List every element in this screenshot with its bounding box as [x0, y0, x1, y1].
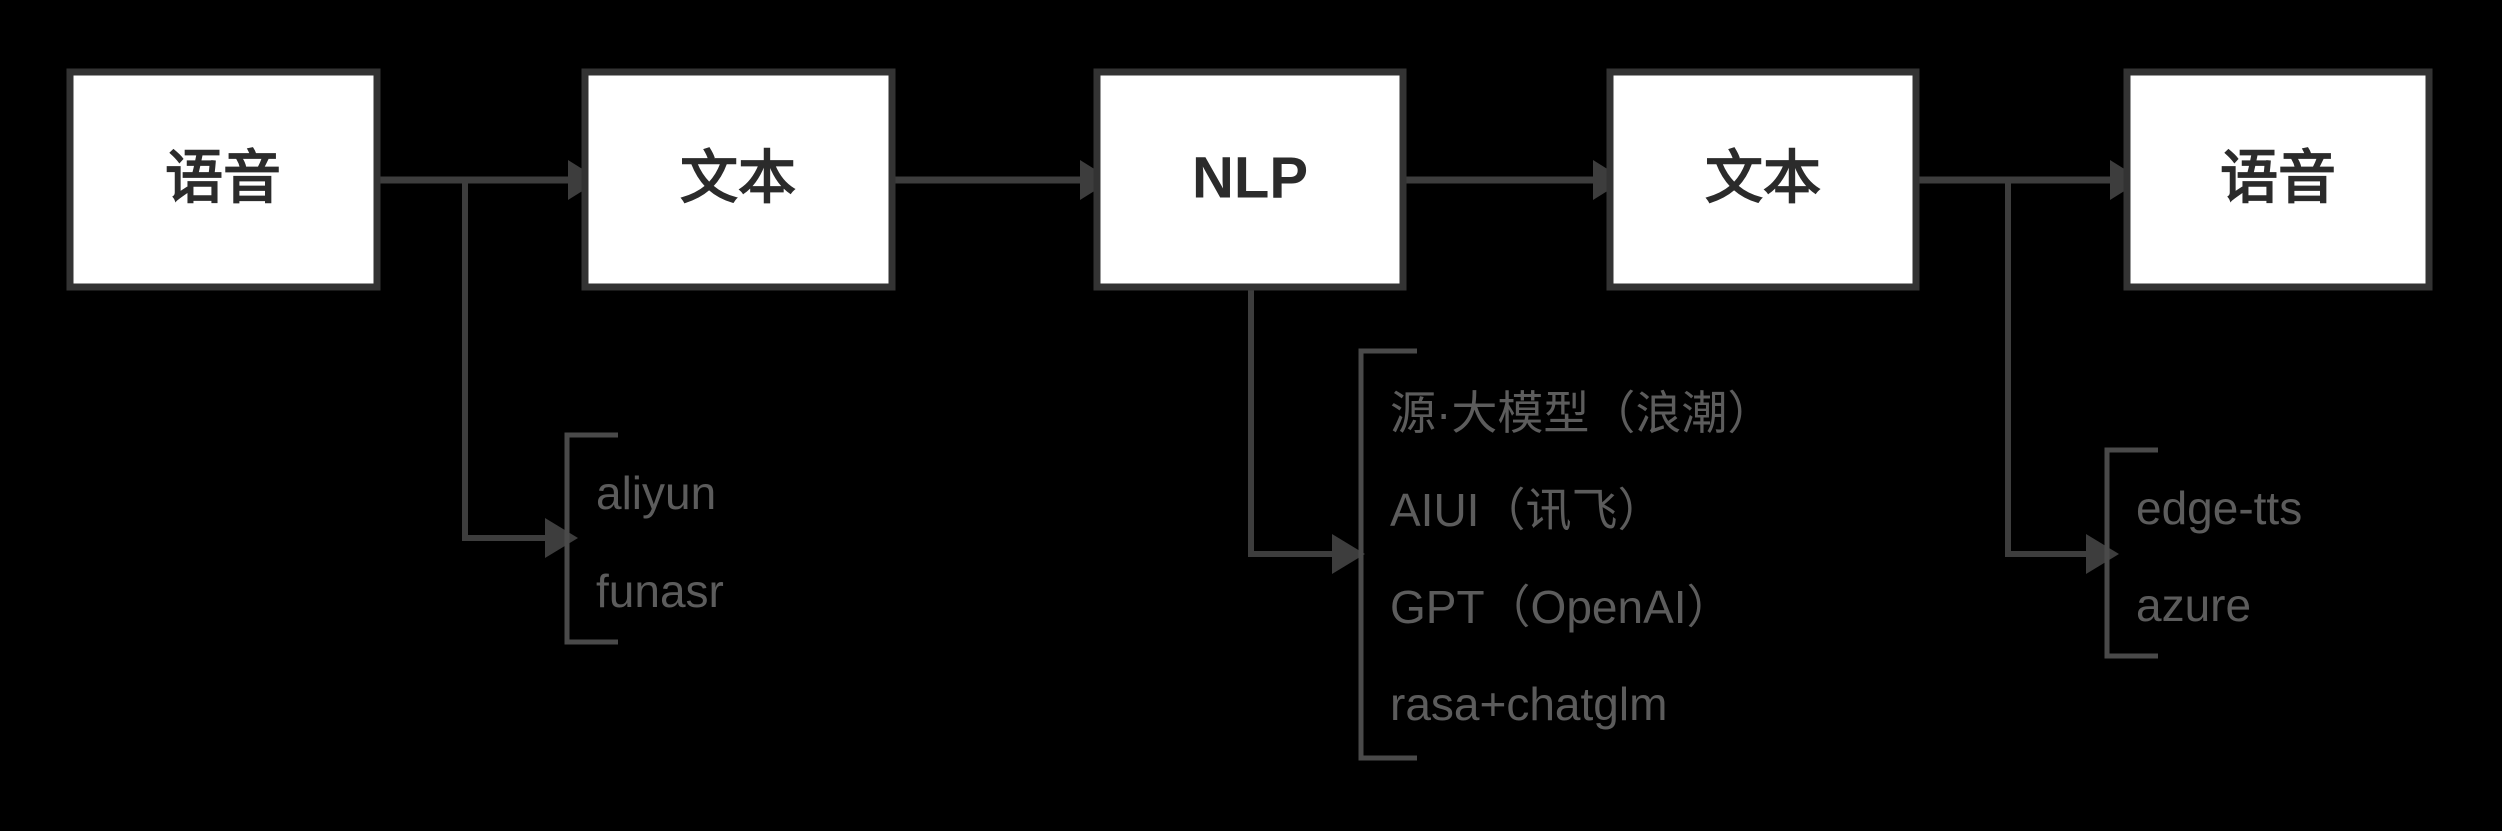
tts-bracket	[2104, 447, 2158, 659]
node-box[interactable]	[2123, 68, 2433, 291]
node-nlp[interactable]: NLP	[1093, 68, 1407, 291]
tts-option-edge-tts: edge-tts	[2136, 482, 2302, 534]
nlp-option-group: 源·大模型（浪潮） AIUI（讯飞） GPT（OpenAI） rasa+chat…	[1248, 287, 1773, 761]
asr-option-group: aliyun funasr	[462, 180, 724, 645]
node-label: 语音	[165, 145, 281, 210]
nlp-bracket	[1358, 348, 1417, 761]
asr-branch-line	[462, 180, 545, 541]
asr-option-funasr: funasr	[596, 565, 724, 617]
node-text-out[interactable]: 文本	[1606, 68, 1920, 291]
nlp-option-yuan: 源·大模型（浪潮）	[1390, 387, 1773, 439]
arrow-head-icon	[545, 518, 578, 558]
node-box[interactable]	[1093, 68, 1407, 291]
tts-branch-line	[2005, 180, 2086, 557]
node-label: 文本	[1705, 145, 1821, 210]
node-label: 文本	[680, 145, 796, 210]
tts-option-azure: azure	[2136, 579, 2251, 631]
nlp-branch-line	[1248, 287, 1332, 557]
edge-voice-in-to-text-in	[377, 160, 600, 200]
arrow-head-icon	[2086, 534, 2119, 574]
edge-text-out-to-voice-out	[1916, 160, 2142, 200]
node-label: 语音	[2220, 145, 2336, 210]
node-text-in[interactable]: 文本	[581, 68, 896, 291]
nlp-option-gpt: GPT（OpenAI）	[1390, 581, 1733, 633]
edge-text-in-to-nlp	[892, 160, 1112, 200]
nlp-option-rasa-chatglm: rasa+chatglm	[1390, 678, 1667, 730]
node-box[interactable]	[1606, 68, 1920, 291]
nlp-option-aiui: AIUI（讯飞）	[1390, 484, 1663, 536]
edge-nlp-to-text-out	[1403, 160, 1625, 200]
asr-bracket	[564, 432, 618, 645]
node-label: NLP	[1192, 145, 1308, 210]
node-voice-in[interactable]: 语音	[66, 68, 381, 291]
node-voice-out[interactable]: 语音	[2123, 68, 2433, 291]
arrow-head-icon	[1332, 534, 1365, 574]
node-box[interactable]	[66, 68, 381, 291]
tts-option-group: edge-tts azure	[2005, 180, 2302, 659]
asr-option-aliyun: aliyun	[596, 467, 716, 519]
node-box[interactable]	[581, 68, 896, 291]
